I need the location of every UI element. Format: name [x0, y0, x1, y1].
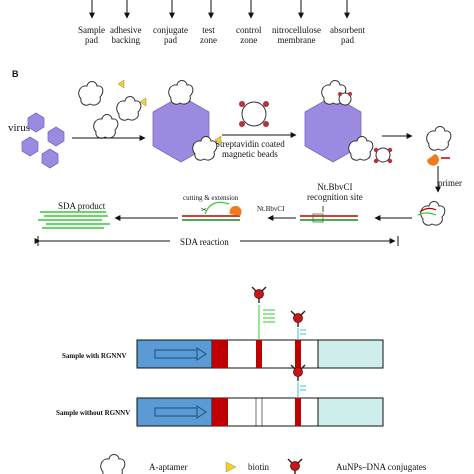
captured-bead	[373, 147, 393, 164]
panel-a-arrows	[89, 0, 350, 19]
primer-label: primer	[438, 178, 462, 188]
legend-biotin-icon	[225, 461, 237, 473]
legend-aptamer-label: A-aptamer	[149, 462, 188, 472]
recognition-duplex	[300, 213, 358, 223]
legend	[100, 454, 303, 474]
test-line-without	[255, 397, 263, 427]
control-line-with	[295, 340, 301, 368]
control-line-without	[295, 398, 301, 426]
legend-aunp-icon	[287, 458, 303, 474]
biotin-icon	[117, 79, 125, 89]
panel-b-letter: B	[12, 69, 19, 79]
conjugate-pad-without	[212, 398, 228, 426]
sda-reaction-label: SDA reaction	[180, 237, 229, 247]
absorbent-pad-without	[317, 397, 384, 427]
magnetic-bead-icon	[239, 101, 269, 127]
svg-text:✂: ✂	[201, 206, 207, 214]
polymerase-icon	[427, 154, 439, 166]
sda-reaction-bracket	[34, 236, 399, 246]
strip-with	[136, 286, 384, 369]
biotin-icon	[139, 97, 147, 107]
conjugate-pad-with	[212, 340, 228, 368]
legend-biotin-label: biotin	[248, 462, 270, 472]
sda-product-strands	[38, 211, 110, 229]
virus-hexagons	[21, 112, 65, 169]
absorbent-pad-with	[317, 339, 384, 369]
strip-without	[136, 364, 384, 427]
legend-aunp-label: AuNPs–DNA conjugates	[336, 462, 427, 472]
enzyme-label: Nt.BbvCI	[257, 205, 285, 213]
nicking-duplex: ✂	[182, 201, 242, 221]
cutting-extension-label: cutting & extension	[183, 194, 239, 202]
legend-aptamer-icon	[100, 454, 126, 474]
sda-product-label: SDA product	[58, 201, 106, 211]
strip-without-label: Sample without RGNNV	[56, 409, 131, 417]
test-line-with	[256, 340, 262, 368]
virus-label: virus	[8, 122, 30, 134]
bead-on-top	[338, 92, 352, 106]
aptamer-group	[78, 79, 147, 139]
strip-with-label: Sample with RGNNV	[62, 352, 127, 360]
